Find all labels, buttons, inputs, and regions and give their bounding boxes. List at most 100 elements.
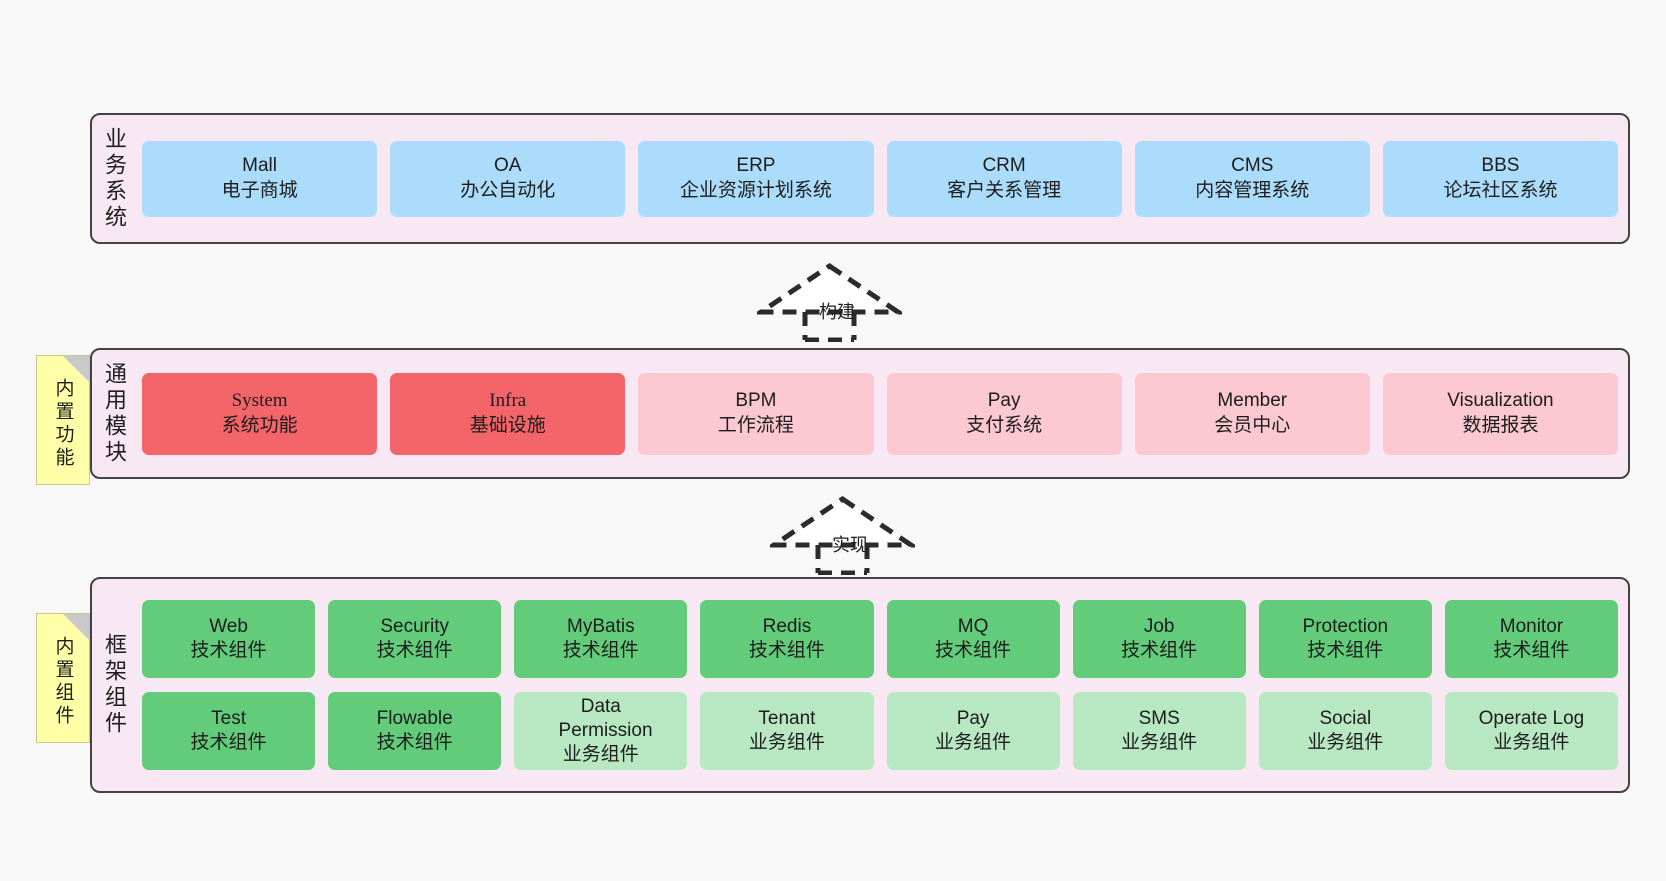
card-flowable-cn: 技术组件 bbox=[376, 732, 453, 753]
card-redis-en: Redis bbox=[762, 615, 812, 637]
card-job-cn: 技术组件 bbox=[1121, 640, 1198, 661]
card-pay-component-cn: 业务组件 bbox=[935, 732, 1012, 753]
card-member-cn: 会员中心 bbox=[1214, 414, 1291, 436]
card-member-en: Member bbox=[1217, 390, 1288, 412]
layer-framework-components: 框架组件 Web 技术组件 Security 技术组件 MyBatis 技术组件… bbox=[90, 577, 1630, 793]
card-oa[interactable]: OA 办公自动化 bbox=[390, 140, 626, 217]
note-builtin-components: 内置组件 bbox=[36, 613, 90, 743]
card-erp-en: ERP bbox=[736, 155, 776, 177]
card-protection-en: Protection bbox=[1302, 615, 1389, 637]
card-bpm[interactable]: BPM 工作流程 bbox=[638, 372, 874, 455]
card-erp[interactable]: ERP 企业资源计划系统 bbox=[638, 140, 874, 217]
card-crm-cn: 客户关系管理 bbox=[947, 179, 1062, 201]
card-tenant-cn: 业务组件 bbox=[748, 732, 825, 753]
card-job-en: Job bbox=[1143, 615, 1175, 637]
card-infra[interactable]: Infra 基础设施 bbox=[390, 372, 626, 455]
card-bpm-cn: 工作流程 bbox=[717, 414, 794, 436]
card-crm[interactable]: CRM 客户关系管理 bbox=[886, 140, 1122, 217]
card-bpm-en: BPM bbox=[735, 390, 777, 412]
note-builtin-features: 内置功能 bbox=[36, 355, 90, 485]
layer-title-business-systems: 业务系统 bbox=[102, 126, 127, 231]
card-web-en: Web bbox=[209, 615, 248, 637]
card-social[interactable]: Social 业务组件 bbox=[1258, 692, 1432, 770]
note-builtin-components-label: 内置组件 bbox=[52, 636, 74, 728]
card-mq[interactable]: MQ 技术组件 bbox=[886, 600, 1060, 678]
card-pay-module-en: Pay bbox=[987, 390, 1021, 412]
card-member[interactable]: Member 会员中心 bbox=[1134, 372, 1370, 455]
card-pay-component-en: Pay bbox=[956, 707, 990, 729]
card-oa-cn: 办公自动化 bbox=[460, 179, 556, 201]
card-monitor-en: Monitor bbox=[1499, 615, 1564, 637]
card-data-permission[interactable]: Data Permission 业务组件 bbox=[514, 692, 688, 770]
card-pay-module-cn: 支付系统 bbox=[966, 414, 1043, 436]
card-mq-cn: 技术组件 bbox=[935, 640, 1012, 661]
card-cms-cn: 内容管理系统 bbox=[1195, 179, 1310, 201]
card-test-en: Test bbox=[211, 707, 246, 729]
card-test[interactable]: Test 技术组件 bbox=[142, 692, 316, 770]
layer-body-framework-components: Web 技术组件 Security 技术组件 MyBatis 技术组件 Redi… bbox=[136, 579, 1628, 791]
card-tenant-en: Tenant bbox=[758, 707, 816, 729]
card-operate-log[interactable]: Operate Log 业务组件 bbox=[1444, 692, 1618, 770]
card-system-en: System bbox=[231, 390, 288, 412]
card-oa-en: OA bbox=[494, 155, 522, 177]
framework-row-tech: Web 技术组件 Security 技术组件 MyBatis 技术组件 Redi… bbox=[142, 600, 1618, 678]
card-operate-log-en: Operate Log bbox=[1478, 707, 1585, 729]
card-mybatis-cn: 技术组件 bbox=[562, 640, 639, 661]
note-builtin-features-label: 内置功能 bbox=[52, 378, 74, 470]
implement-arrow: 实现 bbox=[770, 495, 915, 575]
card-bbs-en: BBS bbox=[1481, 155, 1520, 177]
card-mall-cn: 电子商城 bbox=[221, 179, 298, 201]
card-security-cn: 技术组件 bbox=[376, 640, 453, 661]
implement-arrow-label: 实现 bbox=[832, 535, 868, 555]
layer-business-systems: 业务系统 Mall 电子商城 OA 办公自动化 ERP 企业资源计划系统 CRM… bbox=[90, 113, 1630, 244]
card-visualization-cn: 数据报表 bbox=[1462, 414, 1539, 436]
layer-body-common-modules: System 系统功能 Infra 基础设施 BPM 工作流程 Pay 支付系统… bbox=[136, 350, 1628, 477]
layer-body-business-systems: Mall 电子商城 OA 办公自动化 ERP 企业资源计划系统 CRM 客户关系… bbox=[136, 115, 1628, 242]
card-cms[interactable]: CMS 内容管理系统 bbox=[1134, 140, 1370, 217]
card-test-cn: 技术组件 bbox=[190, 732, 267, 753]
card-mybatis[interactable]: MyBatis 技术组件 bbox=[514, 600, 688, 678]
card-security-en: Security bbox=[380, 615, 449, 637]
card-crm-en: CRM bbox=[982, 155, 1026, 177]
card-infra-cn: 基础设施 bbox=[469, 414, 546, 436]
card-bbs[interactable]: BBS 论坛社区系统 bbox=[1382, 140, 1619, 217]
card-job[interactable]: Job 技术组件 bbox=[1072, 600, 1246, 678]
card-mall-en: Mall bbox=[242, 155, 277, 177]
card-web[interactable]: Web 技术组件 bbox=[142, 600, 316, 678]
card-infra-en: Infra bbox=[489, 390, 527, 412]
card-redis[interactable]: Redis 技术组件 bbox=[700, 600, 874, 678]
layer-common-modules: 通用模块 System 系统功能 Infra 基础设施 BPM 工作流程 Pay… bbox=[90, 348, 1630, 479]
card-erp-cn: 企业资源计划系统 bbox=[679, 179, 832, 201]
card-system[interactable]: System 系统功能 bbox=[142, 372, 378, 455]
card-cms-en: CMS bbox=[1231, 155, 1274, 177]
card-pay-module[interactable]: Pay 支付系统 bbox=[886, 372, 1122, 455]
build-arrow-label: 构建 bbox=[819, 302, 855, 322]
card-redis-cn: 技术组件 bbox=[748, 640, 825, 661]
card-data-permission-cn: 业务组件 bbox=[562, 744, 639, 766]
card-operate-log-cn: 业务组件 bbox=[1493, 732, 1570, 753]
card-social-en: Social bbox=[1319, 707, 1372, 729]
card-pay-component[interactable]: Pay 业务组件 bbox=[886, 692, 1060, 770]
card-web-cn: 技术组件 bbox=[190, 640, 267, 661]
card-social-cn: 业务组件 bbox=[1307, 732, 1384, 753]
card-flowable-en: Flowable bbox=[376, 707, 453, 729]
card-mybatis-en: MyBatis bbox=[567, 615, 635, 637]
card-sms[interactable]: SMS 业务组件 bbox=[1072, 692, 1246, 770]
card-visualization[interactable]: Visualization 数据报表 bbox=[1382, 372, 1619, 455]
card-bbs-cn: 论坛社区系统 bbox=[1443, 179, 1558, 201]
card-sms-cn: 业务组件 bbox=[1121, 732, 1198, 753]
card-mall[interactable]: Mall 电子商城 bbox=[142, 140, 378, 217]
card-protection-cn: 技术组件 bbox=[1307, 640, 1384, 661]
card-protection[interactable]: Protection 技术组件 bbox=[1258, 600, 1432, 678]
card-security[interactable]: Security 技术组件 bbox=[328, 600, 502, 678]
layer-title-common-modules: 通用模块 bbox=[102, 361, 127, 466]
card-visualization-en: Visualization bbox=[1447, 390, 1554, 412]
framework-row-business: Test 技术组件 Flowable 技术组件 Data Permission … bbox=[142, 692, 1618, 770]
card-monitor[interactable]: Monitor 技术组件 bbox=[1444, 600, 1618, 678]
card-tenant[interactable]: Tenant 业务组件 bbox=[700, 692, 874, 770]
card-system-cn: 系统功能 bbox=[221, 414, 298, 436]
card-sms-en: SMS bbox=[1138, 707, 1180, 729]
card-flowable[interactable]: Flowable 技术组件 bbox=[328, 692, 502, 770]
card-data-permission-en: Data Permission bbox=[558, 695, 653, 741]
build-arrow: 构建 bbox=[757, 262, 902, 342]
